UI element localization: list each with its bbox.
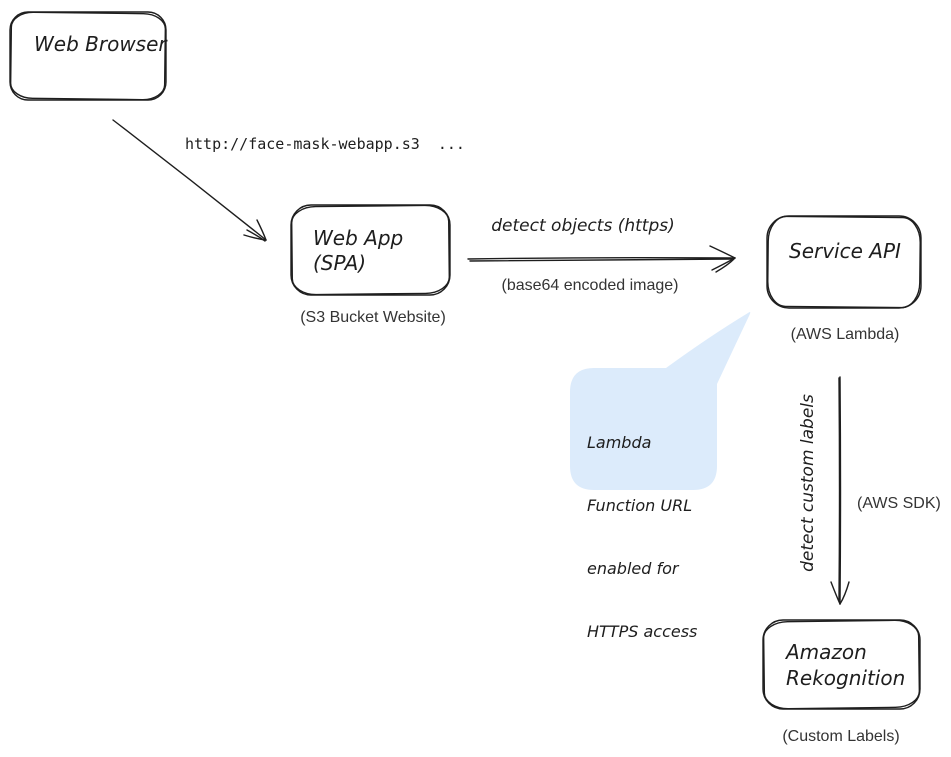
web-browser-title: Web Browser [34, 32, 167, 56]
callout-bubble [570, 312, 751, 490]
callout-text-line2: Function URL [587, 496, 693, 515]
callout-text: Lambda Function URL enabled for HTTPS ac… [587, 390, 697, 684]
service-api-caption: (AWS Lambda) [790, 326, 900, 343]
rekognition-title-line2: Rekognition [786, 666, 906, 690]
edge-label-detect-objects: detect objects (https) [491, 216, 675, 236]
service-api-box [766, 215, 922, 309]
web-app-title-line1: Web App [313, 226, 404, 250]
web-app-caption: (S3 Bucket Website) [300, 309, 446, 326]
rekognition-title-line1: Amazon [786, 640, 867, 664]
edge-label-base64: (base64 encoded image) [501, 277, 679, 294]
callout-text-line3: enabled for [587, 559, 679, 578]
arrow-api-to-rekognition [830, 376, 850, 605]
rekognition-box [762, 619, 921, 710]
arrow-webapp-to-api [467, 245, 736, 273]
edge-label-aws-sdk: (AWS SDK) [857, 495, 941, 512]
service-api-title: Service API [789, 239, 901, 263]
arrow-browser-to-webapp [112, 119, 267, 242]
edge-label-detect-custom-labels: detect custom labels [798, 394, 818, 572]
rekognition-caption: (Custom Labels) [782, 728, 900, 745]
web-app-title-line2: (SPA) [313, 251, 367, 275]
edge-label-url: http://face-mask-webapp.s3 ... [185, 135, 465, 153]
web-browser-box [9, 11, 167, 101]
callout-text-line4: HTTPS access [587, 622, 698, 641]
web-app-box [290, 204, 451, 296]
callout-text-line1: Lambda [587, 433, 652, 452]
